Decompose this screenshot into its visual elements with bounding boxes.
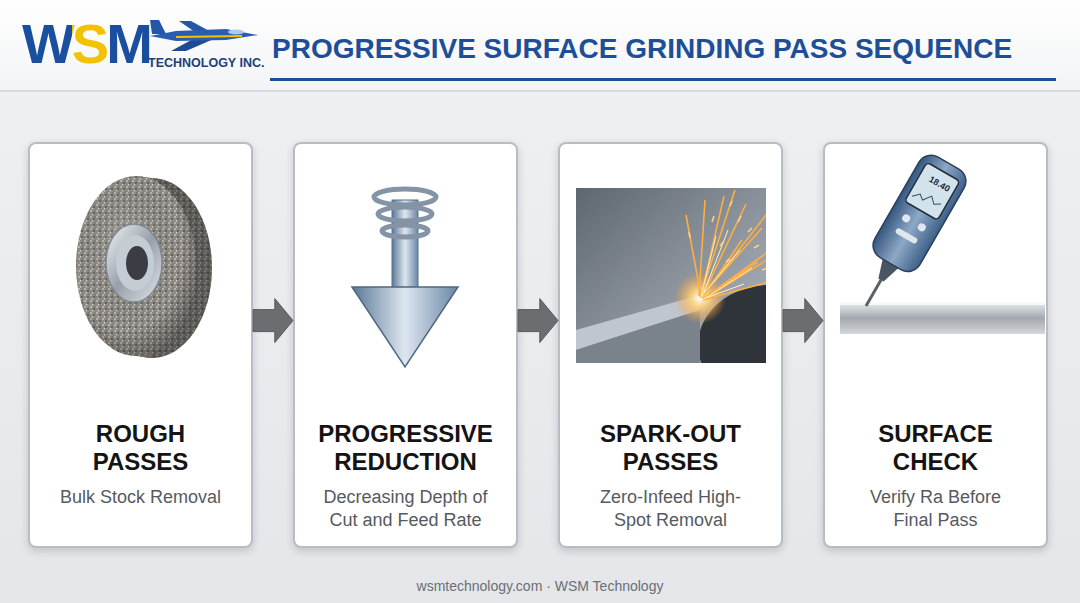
jet-tail — [150, 20, 166, 34]
footer-caption: wsmtechnology.com · WSM Technology — [0, 578, 1080, 594]
flow-arrow — [518, 299, 558, 343]
step-heading: SURFACE CHECK — [846, 420, 1026, 475]
process-box: SPARK-OUT PASSES Zero-Infeed High-Spot Re… — [558, 142, 783, 548]
title-underline — [270, 78, 1056, 81]
jet-body — [150, 29, 258, 41]
step-description: Decreasing Depth of Cut and Feed Rate — [318, 486, 493, 533]
step-heading: ROUGH PASSES — [51, 420, 231, 475]
jet-wing — [171, 38, 216, 51]
flow-arrow — [783, 299, 823, 343]
step-heading: SPARK-OUT PASSES — [581, 420, 761, 475]
process-box: SURFACE CHECK Verify Ra Before Final Pass — [823, 142, 1048, 548]
step-description: Bulk Stock Removal — [53, 486, 228, 509]
step-description: Zero-Infeed High-Spot Removal — [583, 486, 758, 533]
diagram-title: PROGRESSIVE SURFACE GRINDING PASS SEQUEN… — [272, 33, 1012, 65]
step-description: Verify Ra Before Final Pass — [848, 486, 1023, 533]
jet-logo — [150, 20, 258, 51]
jet-stripe — [176, 35, 242, 38]
step-heading: PROGRESSIVE REDUCTION — [316, 420, 496, 475]
header-band — [0, 0, 1080, 90]
process-box: PROGRESSIVE REDUCTION Decreasing Depth of… — [293, 142, 518, 548]
jet-wing — [179, 21, 211, 32]
header-edge — [0, 90, 1080, 92]
company-subtitle: TECHNOLOGY INC. — [148, 57, 264, 70]
company-logo: WSM — [22, 16, 150, 72]
flow-arrow — [253, 299, 293, 343]
jet-cockpit — [228, 29, 244, 34]
process-box: ROUGH PASSES Bulk Stock Removal — [28, 142, 253, 548]
